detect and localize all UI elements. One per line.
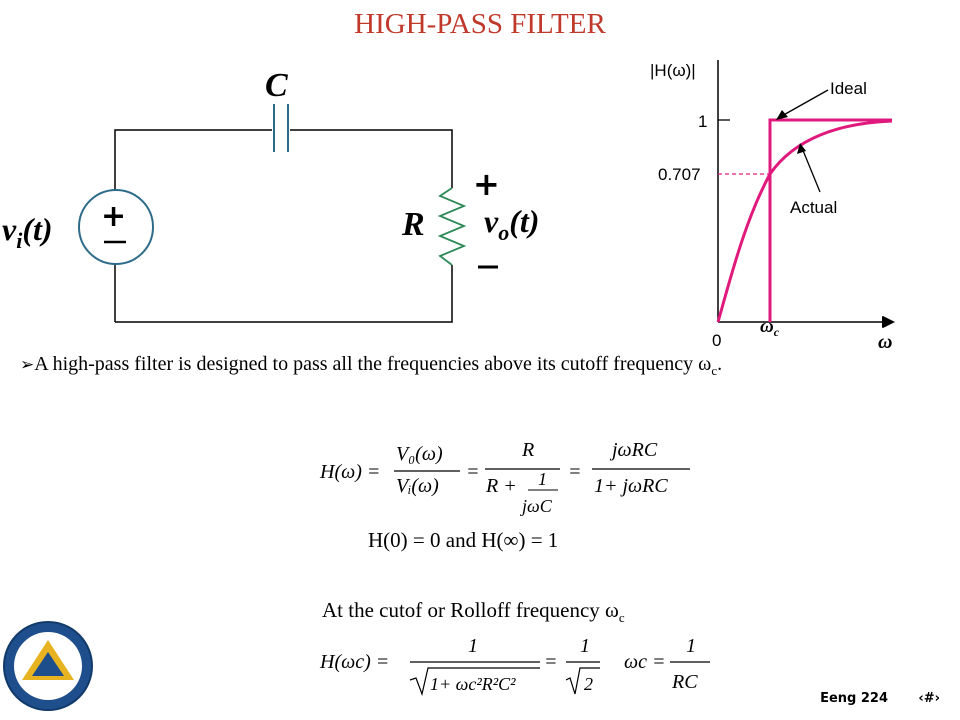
resistor-label: R — [401, 206, 425, 243]
equation-limits: H(0) = 0 and H(∞) = 1 — [368, 528, 559, 552]
svg-text:=: = — [544, 651, 558, 673]
frequency-response-graph: |H(ω)| ω 1 0.707 0 ωc Ideal Actual — [650, 60, 895, 350]
university-logo-icon — [3, 621, 93, 711]
svg-text:1: 1 — [538, 469, 547, 489]
origin-label: 0 — [712, 331, 721, 350]
source-label: vi(t) — [2, 211, 53, 253]
ideal-pointer — [779, 89, 829, 118]
svg-text:jωRC: jωRC — [609, 439, 658, 461]
svg-text:Vᵢ(ω): Vᵢ(ω) — [396, 475, 439, 497]
actual-label: Actual — [790, 198, 837, 217]
wire-bottom — [115, 265, 453, 323]
svg-text:1+ ωc²R²C²: 1+ ωc²R²C² — [430, 674, 516, 694]
voltage-source — [78, 189, 154, 265]
svg-text:1: 1 — [686, 635, 696, 657]
output-label: vo(t) — [484, 203, 539, 245]
svg-text:RC: RC — [671, 671, 698, 693]
svg-text:=: = — [466, 461, 480, 483]
slide-title: HIGH-PASS FILTER — [354, 8, 606, 40]
svg-text:ωc =: ωc = — [624, 651, 666, 673]
ideal-label: Ideal — [830, 79, 867, 98]
svg-text:V₀(ω): V₀(ω) — [396, 443, 443, 465]
bullet-arrow-icon: ➢ — [20, 355, 35, 375]
svg-text:1+ jωRC: 1+ jωRC — [594, 475, 668, 497]
equation-cutoff-value: H(ωc) = 1 1+ ωc²R²C² = 1 2 ωc = 1 RC — [319, 635, 710, 697]
x-axis-label: ω — [878, 331, 892, 350]
tick-label-0707: 0.707 — [658, 165, 701, 184]
source-plus: + — [101, 199, 126, 234]
actual-pointer — [801, 147, 821, 193]
footer-page-number: ‹#› — [918, 691, 940, 706]
svg-text:=: = — [568, 461, 582, 483]
svg-text:1: 1 — [468, 635, 478, 657]
equation-cutoff-heading: At the cutof or Rolloff frequency ωc — [322, 598, 625, 626]
actual-pointer-head — [797, 143, 806, 154]
x-axis-arrowhead — [882, 316, 894, 328]
resistor — [437, 187, 467, 266]
tick-label-1: 1 — [698, 112, 707, 131]
svg-text:2: 2 — [584, 674, 593, 694]
svg-text:R +: R + — [485, 475, 517, 497]
bullet-text: ➢A high-pass filter is designed to pass … — [20, 353, 723, 378]
capacitor-label: C — [265, 67, 288, 104]
ideal-response-curve — [768, 118, 892, 322]
equation-transfer-function: H(ω) = V₀(ω) Vᵢ(ω) = R R + 1 jωC = jωRC … — [319, 439, 690, 516]
y-axis-label: |H(ω)| — [650, 61, 696, 80]
footer-course-label: Eeng 224 — [820, 691, 888, 706]
circuit-diagram: C + vi(t) R + vo(t) — [2, 67, 539, 323]
svg-text:R: R — [521, 439, 534, 461]
svg-text:H(ωc) =: H(ωc) = — [319, 651, 389, 673]
actual-response-curve — [716, 119, 893, 323]
output-plus: + — [473, 165, 500, 203]
svg-text:1: 1 — [580, 635, 590, 657]
svg-text:H(ω) =: H(ω) = — [319, 461, 380, 483]
svg-text:jωC: jωC — [520, 496, 553, 516]
ideal-pointer-head — [776, 110, 788, 120]
wire-right-top — [290, 129, 453, 188]
